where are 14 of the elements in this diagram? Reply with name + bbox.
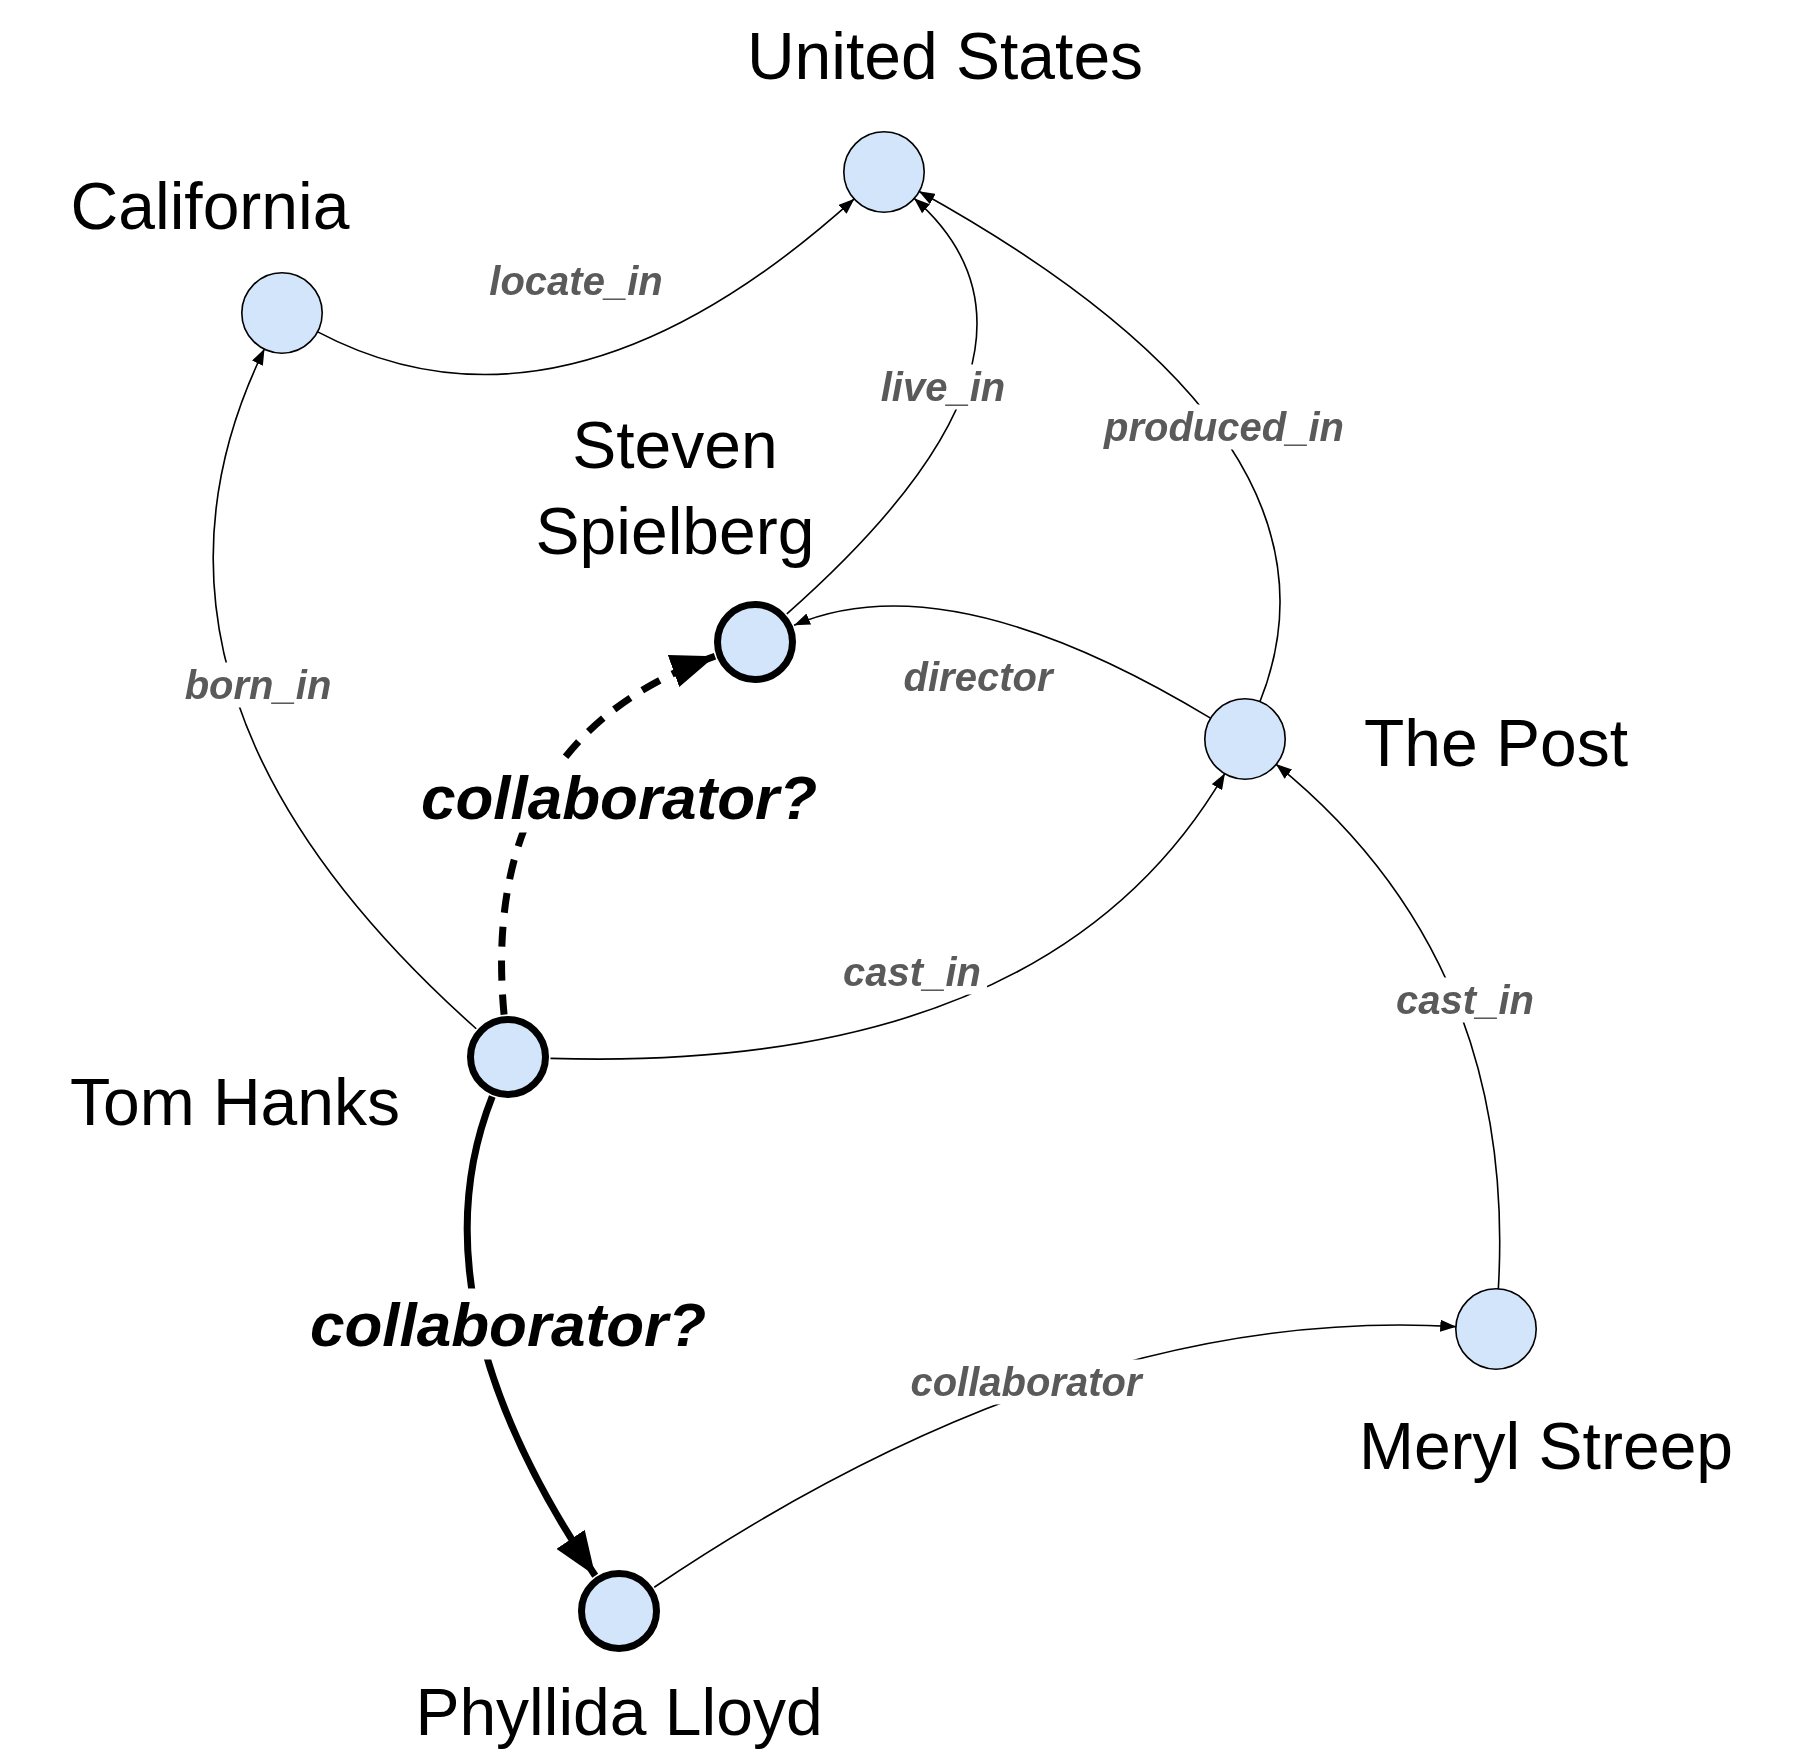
arrow	[212, 347, 478, 1030]
arrow	[918, 190, 1281, 703]
arrow	[316, 197, 856, 376]
entity-name: United States	[745, 18, 1145, 95]
entity-name: The Post	[1362, 705, 1630, 782]
arrow	[549, 772, 1226, 1060]
entity-name: Tom Hanks	[68, 1064, 402, 1141]
entity-name: Meryl Streep	[1357, 1408, 1735, 1485]
entity-name: Phyllida Lloyd	[414, 1674, 824, 1751]
arrow	[1275, 763, 1501, 1291]
arrow	[793, 605, 1212, 720]
entity-name: California	[69, 168, 351, 245]
arrow	[786, 197, 978, 615]
entity-name: Steven Spielberg	[534, 407, 816, 570]
